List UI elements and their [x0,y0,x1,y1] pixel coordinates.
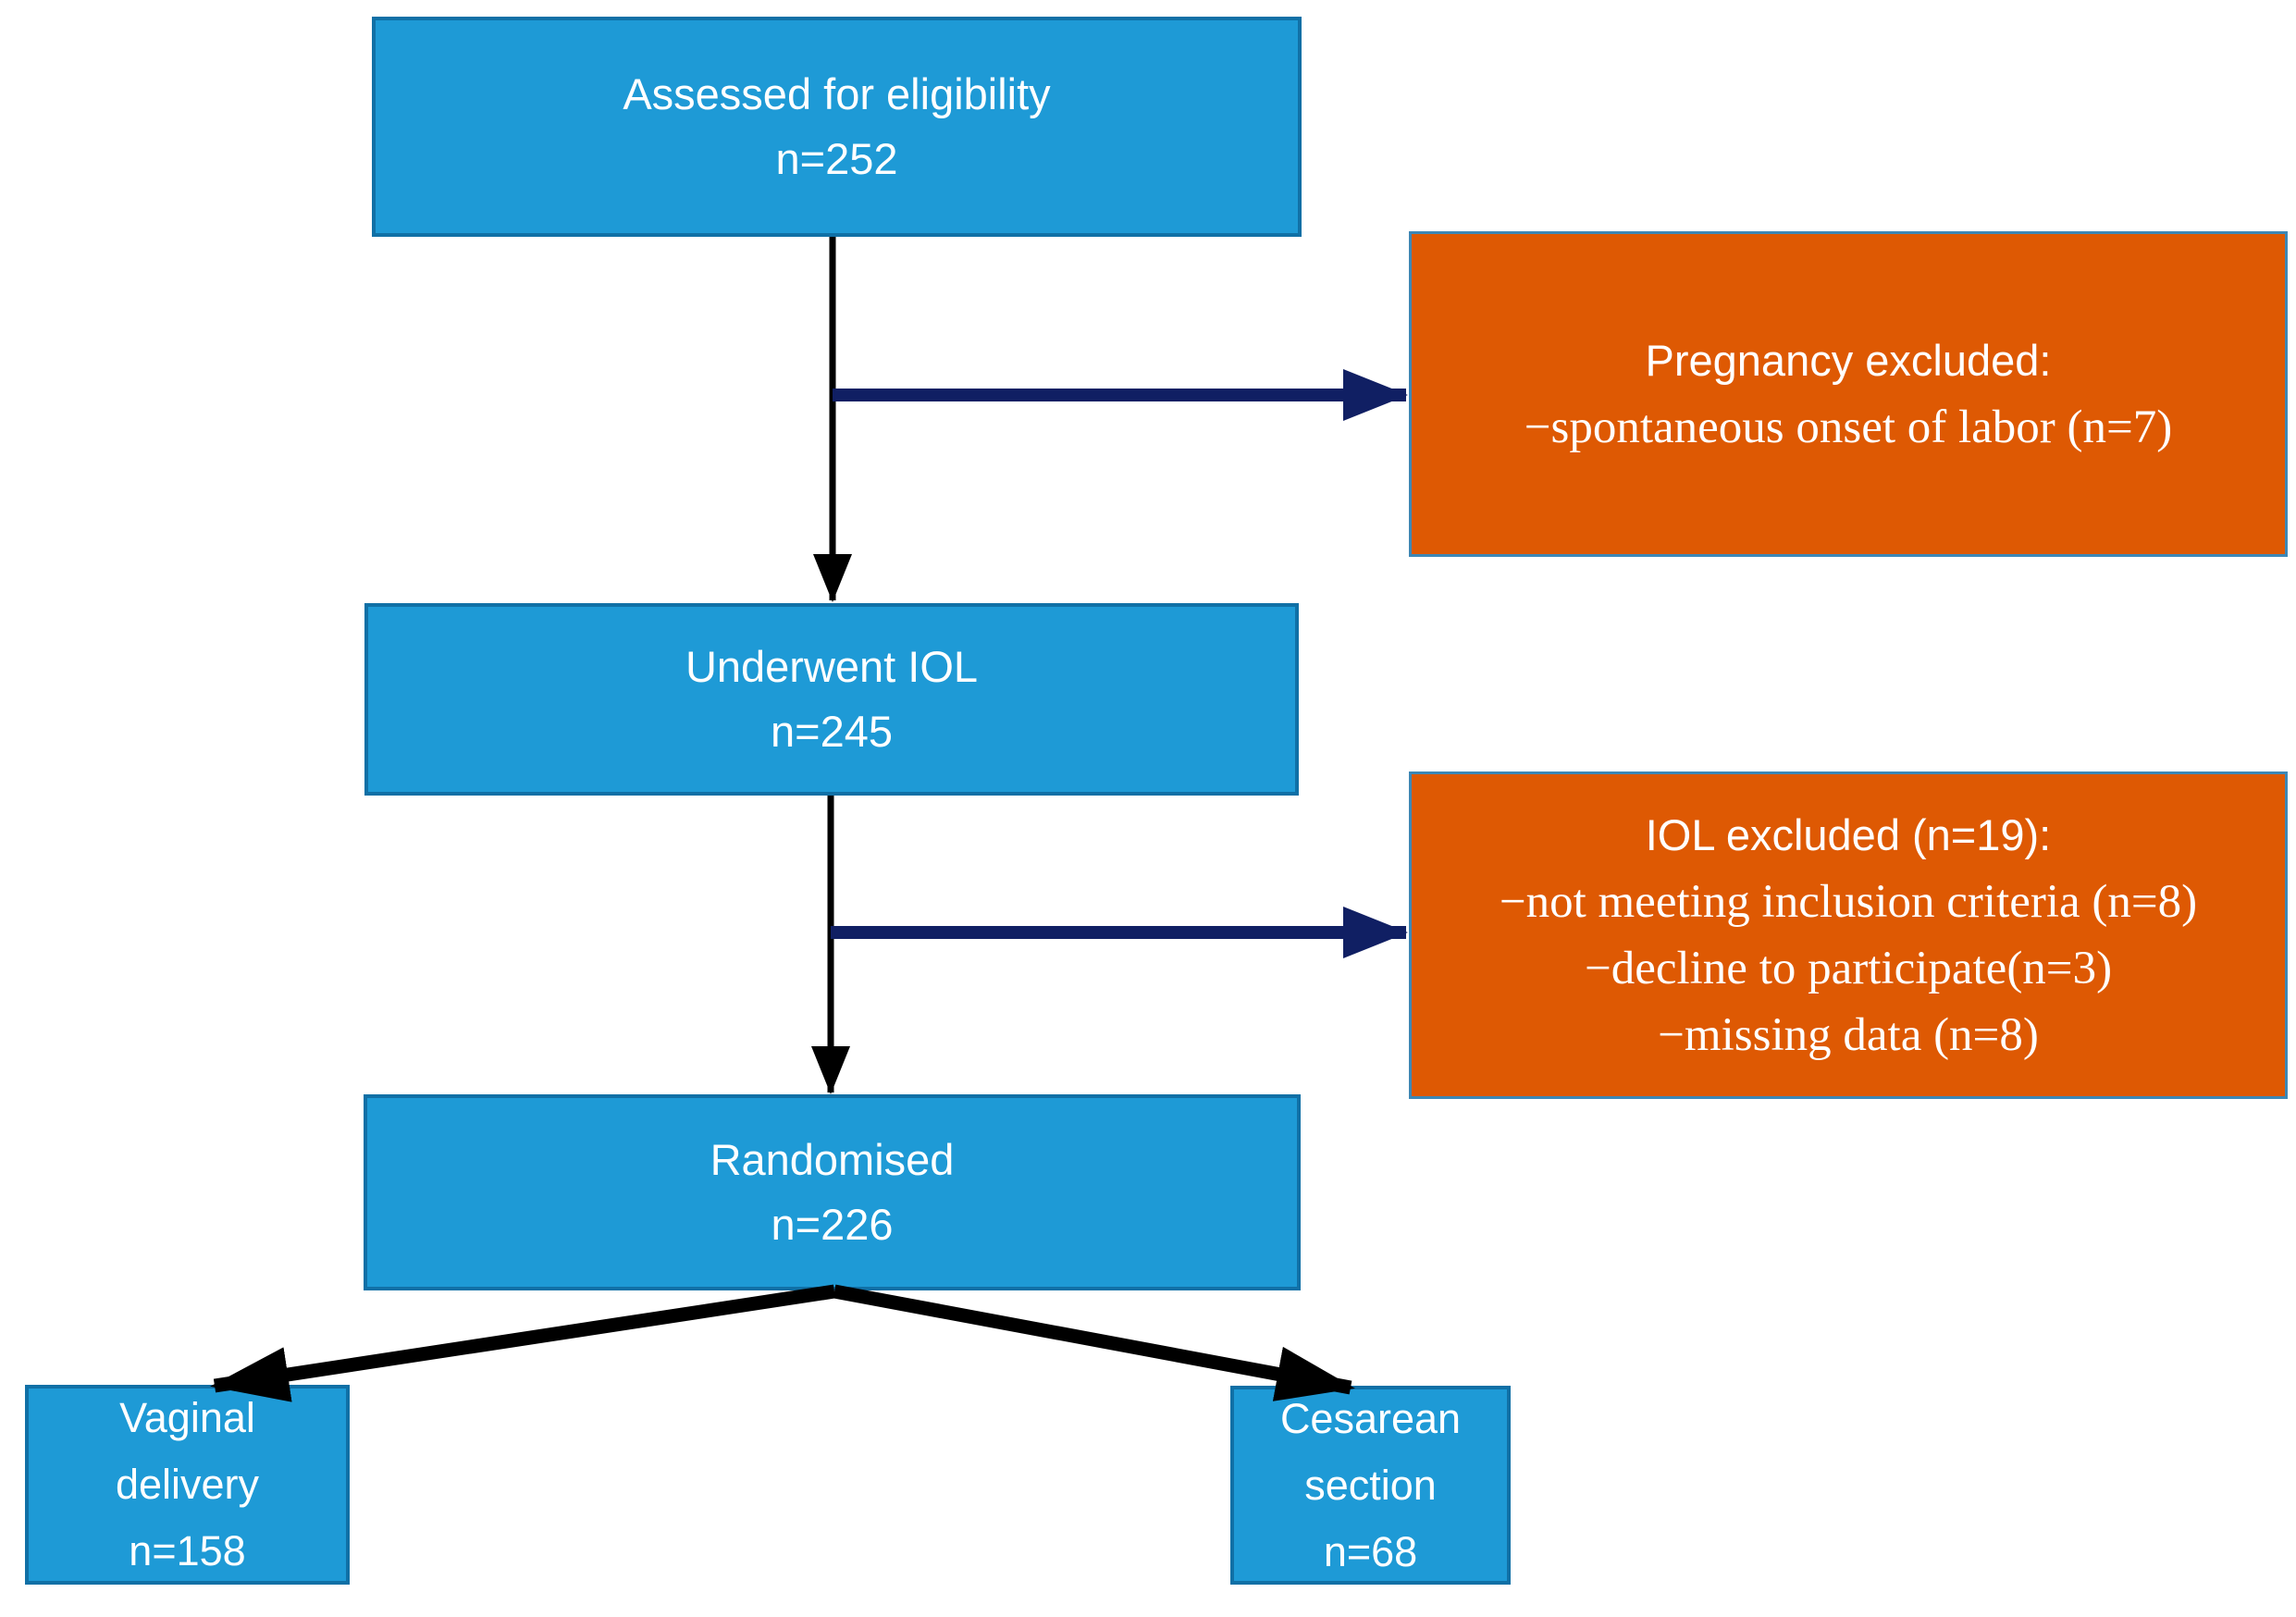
pregnancy-excluded-item: −spontaneous onset of labor (n=7) [1524,401,2173,453]
pregnancy-excluded-box: Pregnancy excluded: −spontaneous onset o… [1409,231,2288,557]
iol-excluded-item-3: −missing data (n=8) [1658,1009,2039,1061]
arrow-randomised-to-cesarean-section [833,1284,1355,1401]
underwent-iol-label: Underwent IOL [685,642,979,691]
iol-excluded-item-2: −decline to participate(n=3) [1584,943,2113,994]
vaginal-delivery-label-2: delivery [115,1461,260,1508]
assessed-for-eligibility-box: Assessed for eligibility n=252 [372,17,1302,237]
underwent-iol-box: Underwent IOL n=245 [364,603,1299,796]
underwent-iol-count: n=245 [770,707,893,756]
assessed-label: Assessed for eligibility [623,69,1051,118]
vaginal-delivery-count: n=158 [129,1527,246,1574]
assessed-count: n=252 [775,134,898,183]
cesarean-section-box: Cesarean section n=68 [1230,1386,1511,1585]
arrow-randomised-to-vaginal-delivery [210,1284,836,1402]
cesarean-section-label-1: Cesarean [1279,1394,1462,1442]
iol-excluded-item-1: −not meeting inclusion criteria (n=8) [1499,876,2198,928]
randomised-label: Randomised [710,1135,955,1184]
randomised-box: Randomised n=226 [364,1094,1301,1290]
vaginal-delivery-label-1: Vaginal [119,1394,255,1441]
cesarean-section-label-2: section [1304,1461,1437,1509]
iol-excluded-heading: IOL excluded (n=19): [1645,810,2052,859]
cesarean-section-count: n=68 [1323,1527,1418,1575]
iol-excluded-box: IOL excluded (n=19): −not meeting inclus… [1409,771,2288,1099]
pregnancy-excluded-heading: Pregnancy excluded: [1645,336,2052,385]
randomised-count: n=226 [771,1200,894,1249]
vaginal-delivery-box: Vaginal delivery n=158 [25,1385,350,1585]
